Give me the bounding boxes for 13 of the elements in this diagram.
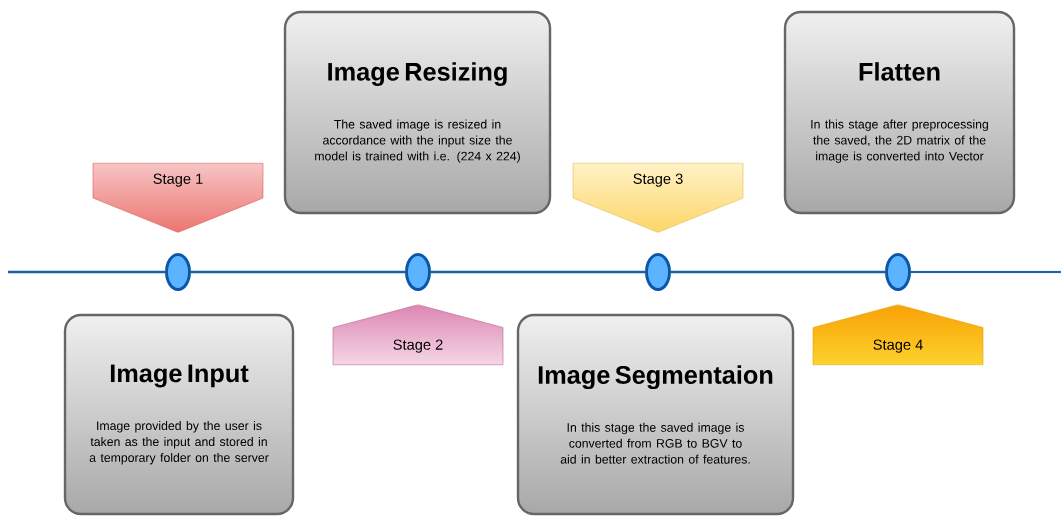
timeline-line	[431, 270, 646, 274]
timeline-line	[191, 270, 406, 274]
timeline-dot	[165, 253, 191, 291]
timeline-dot	[645, 253, 671, 291]
timeline-line	[8, 270, 166, 274]
stage-box: Flatten In this stage after preprocessing the saved, the 2D matrix of the image is converted into Vector	[783, 10, 1016, 215]
timeline-line	[911, 270, 1061, 274]
timeline-dot	[885, 253, 911, 291]
stage-box: Image Segmentaion In this stage the saved image is converted from RGB to BGV to aid in better extraction of features.	[516, 313, 795, 516]
stage-box: Image Input Image provided by the user is taken as the input and stored in a temporary folder on the server	[63, 313, 295, 516]
timeline-line	[671, 270, 886, 274]
stage-box: Image Resizing The saved image is resized in accordance with the input size the model is trained with i.e. (224 x 224)	[283, 10, 552, 215]
timeline-dot	[405, 253, 431, 291]
